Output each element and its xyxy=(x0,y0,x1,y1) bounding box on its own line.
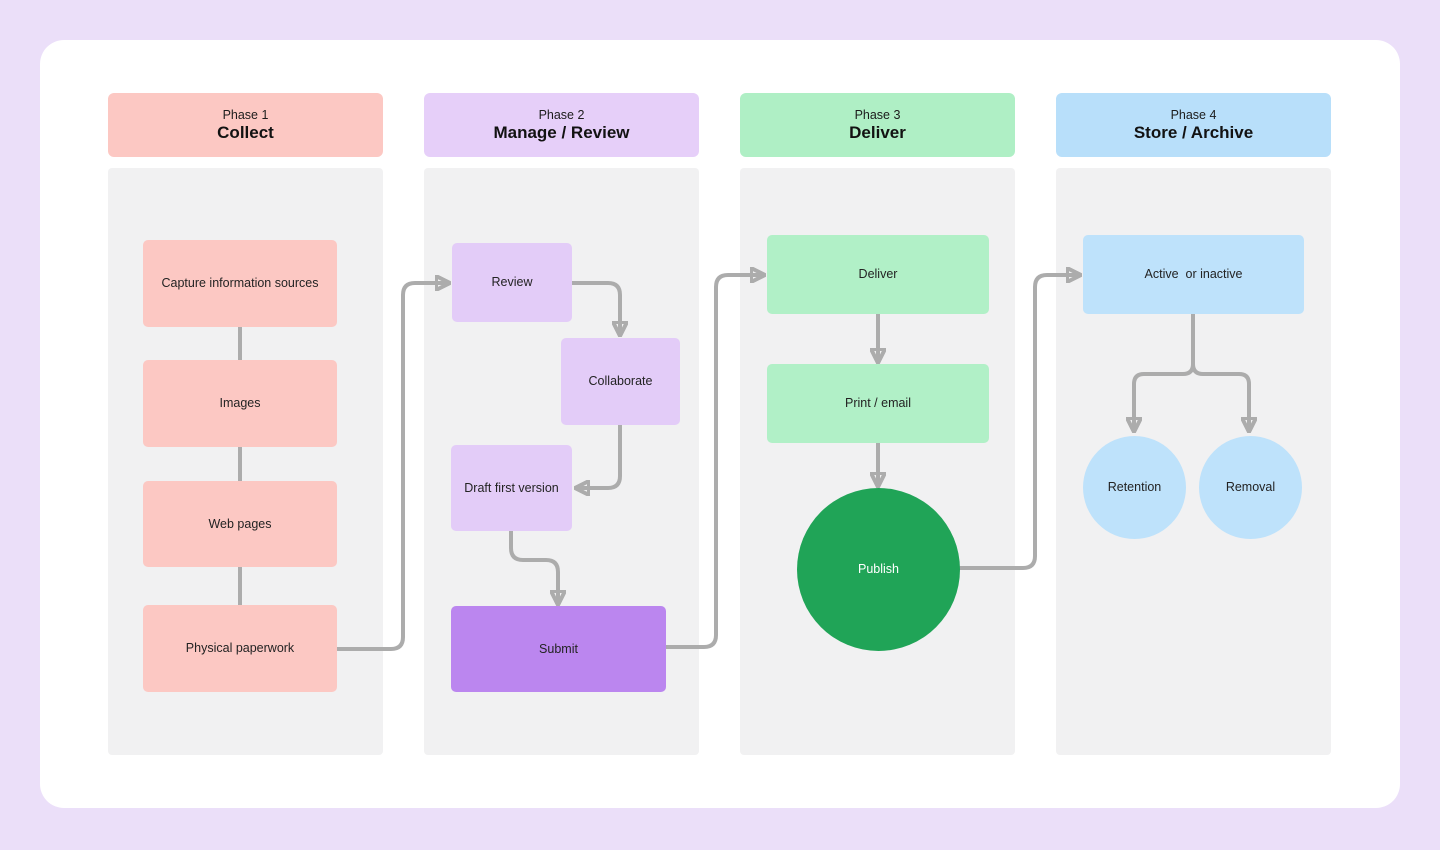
node-publish[interactable]: Publish xyxy=(797,488,960,651)
phase-title: Collect xyxy=(217,123,274,143)
phase-number: Phase 2 xyxy=(538,107,585,122)
phase-title: Deliver xyxy=(849,123,906,143)
phase-header-store-archive: Phase 4 Store / Archive xyxy=(1056,93,1331,157)
node-deliver[interactable]: Deliver xyxy=(767,235,989,314)
node-review[interactable]: Review xyxy=(452,243,572,322)
node-retention[interactable]: Retention xyxy=(1083,436,1186,539)
phase-number: Phase 1 xyxy=(222,107,269,122)
node-web-pages[interactable]: Web pages xyxy=(143,481,337,567)
phase-number: Phase 4 xyxy=(1170,107,1217,122)
node-capture-information-sources[interactable]: Capture information sources xyxy=(143,240,337,327)
phase-title: Store / Archive xyxy=(1133,123,1254,143)
node-submit[interactable]: Submit xyxy=(451,606,666,692)
node-physical-paperwork[interactable]: Physical paperwork xyxy=(143,605,337,692)
phase-header-collect: Phase 1 Collect xyxy=(108,93,383,157)
phase-number: Phase 3 xyxy=(854,107,901,122)
node-active-or-inactive[interactable]: Active or inactive xyxy=(1083,235,1304,314)
node-images[interactable]: Images xyxy=(143,360,337,447)
node-draft-first-version[interactable]: Draft first version xyxy=(451,445,572,531)
node-collaborate[interactable]: Collaborate xyxy=(561,338,680,425)
phase-title: Manage / Review xyxy=(493,123,630,143)
phase-header-manage-review: Phase 2 Manage / Review xyxy=(424,93,699,157)
node-print-email[interactable]: Print / email xyxy=(767,364,989,443)
phase-header-deliver: Phase 3 Deliver xyxy=(740,93,1015,157)
node-removal[interactable]: Removal xyxy=(1199,436,1302,539)
